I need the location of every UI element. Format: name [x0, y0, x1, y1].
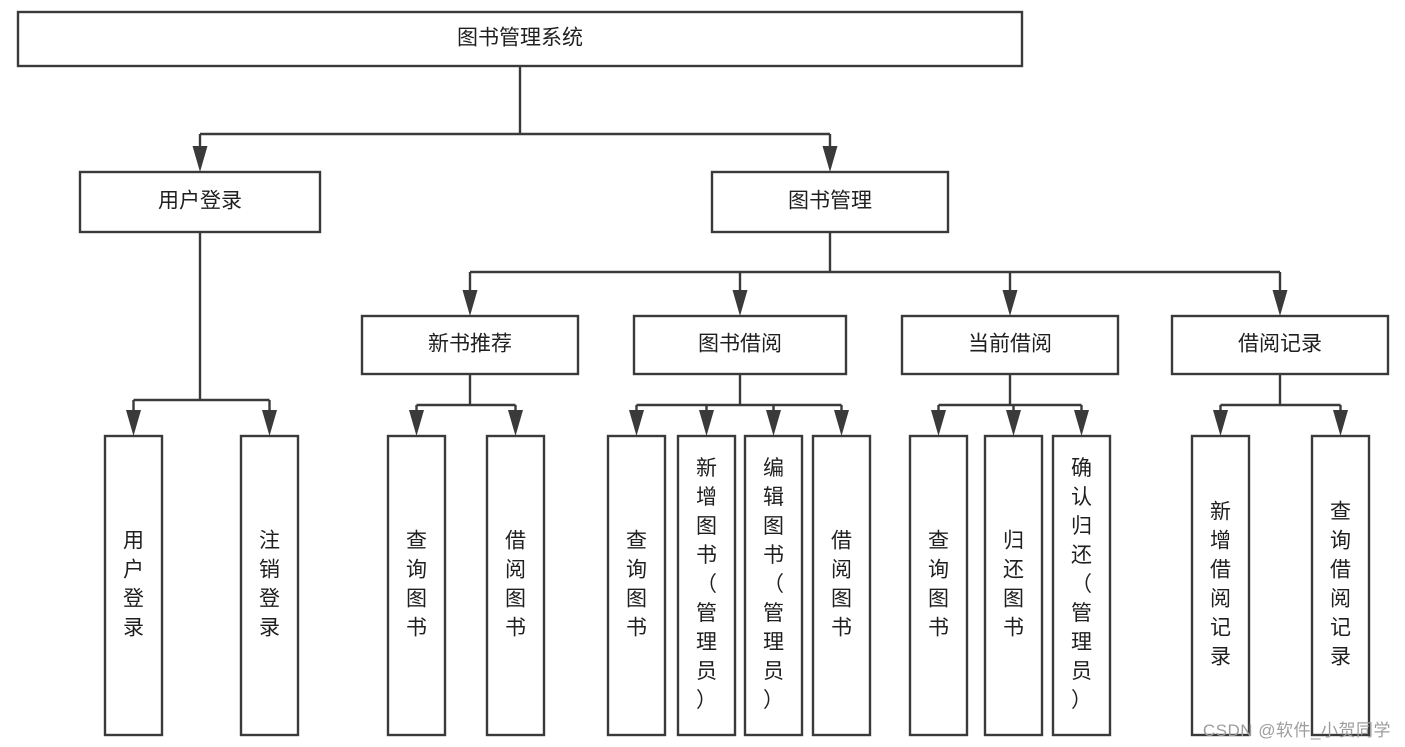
arrow-head-icon: [732, 290, 748, 316]
node-label: 归还图书: [1003, 530, 1024, 640]
node-box[interactable]: [1051, 434, 1112, 737]
edge-group-book-manage-children: [462, 232, 1288, 316]
node-box[interactable]: [1190, 434, 1251, 737]
arrow-head-icon: [1006, 410, 1021, 436]
node-leaf-cur-query-book[interactable]: 查询图书: [908, 434, 969, 737]
edge-group-borrow-record-children: [1213, 374, 1348, 436]
arrow-head-icon: [834, 410, 849, 436]
node-box[interactable]: [743, 434, 804, 737]
node-label: 查询图书: [406, 530, 427, 640]
node-leaf-rec-query-book[interactable]: 查询图书: [386, 434, 447, 737]
node-label: 查询借阅记录: [1330, 501, 1351, 669]
arrow-head-icon: [1213, 410, 1228, 436]
node-box[interactable]: [632, 314, 848, 376]
node-layer: 图书管理系统用户登录图书管理新书推荐图书借阅当前借阅借阅记录用户登录注销登录查询…: [16, 10, 1390, 737]
node-box[interactable]: [606, 434, 667, 737]
node-box[interactable]: [676, 434, 737, 737]
node-label: 借阅记录: [1238, 333, 1322, 356]
node-label: 借阅图书: [505, 530, 526, 640]
edge-group-current-borrow-children: [931, 374, 1089, 436]
node-leaf-cur-return-book[interactable]: 归还图书: [983, 434, 1044, 737]
arrow-head-icon: [931, 410, 946, 436]
node-root[interactable]: 图书管理系统: [16, 10, 1024, 68]
arrow-head-icon: [822, 146, 838, 172]
node-leaf-rec-borrow-book[interactable]: 借阅图书: [485, 434, 546, 737]
node-label: 注销登录: [259, 530, 280, 640]
edge-group-new-book-rec-children: [409, 374, 523, 436]
arrow-head-icon: [1002, 290, 1018, 316]
node-label: 用户登录: [158, 190, 242, 213]
node-box[interactable]: [360, 314, 580, 376]
node-leaf-cur-confirm-return[interactable]: 确认归还（管理员）: [1051, 434, 1112, 737]
edge-group-book-borrow-children: [629, 374, 849, 436]
node-book-borrow[interactable]: 图书借阅: [632, 314, 848, 376]
node-leaf-user-logout[interactable]: 注销登录: [239, 434, 300, 737]
node-box[interactable]: [103, 434, 164, 737]
node-box[interactable]: [386, 434, 447, 737]
arrow-head-icon: [462, 290, 478, 316]
node-leaf-user-login[interactable]: 用户登录: [103, 434, 164, 737]
arrow-head-icon: [1333, 410, 1348, 436]
edge-group-root-children: [192, 66, 838, 172]
node-leaf-borrow-edit-book[interactable]: 编辑图书（管理员）: [743, 434, 804, 737]
arrow-head-icon: [192, 146, 208, 172]
connector-layer: [126, 66, 1348, 436]
node-box[interactable]: [811, 434, 872, 737]
node-box[interactable]: [710, 170, 950, 234]
node-box[interactable]: [485, 434, 546, 737]
arrow-head-icon: [629, 410, 644, 436]
arrow-head-icon: [409, 410, 424, 436]
node-box[interactable]: [1310, 434, 1371, 737]
arrow-head-icon: [126, 410, 141, 436]
node-leaf-borrow-query-book[interactable]: 查询图书: [606, 434, 667, 737]
edge-group-user-login-children: [126, 232, 277, 436]
node-leaf-borrow-borrow-book[interactable]: 借阅图书: [811, 434, 872, 737]
arrow-head-icon: [262, 410, 277, 436]
node-label: 查询图书: [626, 530, 647, 640]
arrow-head-icon: [1074, 410, 1089, 436]
arrow-head-icon: [508, 410, 523, 436]
node-label: 当前借阅: [968, 333, 1052, 356]
node-current-borrow[interactable]: 当前借阅: [900, 314, 1120, 376]
arrow-head-icon: [1272, 290, 1288, 316]
node-book-manage[interactable]: 图书管理: [710, 170, 950, 234]
node-box[interactable]: [239, 434, 300, 737]
node-box[interactable]: [908, 434, 969, 737]
node-label: 确认归还（管理员）: [1071, 457, 1092, 712]
node-label: 编辑图书（管理员）: [763, 457, 784, 712]
node-leaf-borrow-add-book[interactable]: 新增图书（管理员）: [676, 434, 737, 737]
node-label: 图书管理: [788, 190, 872, 213]
node-user-login[interactable]: 用户登录: [78, 170, 322, 234]
node-label: 借阅图书: [831, 530, 852, 640]
arrow-head-icon: [766, 410, 781, 436]
arrow-head-icon: [699, 410, 714, 436]
node-leaf-rec-query-record[interactable]: 查询借阅记录: [1310, 434, 1371, 737]
node-box[interactable]: [983, 434, 1044, 737]
node-label: 图书借阅: [698, 333, 782, 356]
node-label: 新增借阅记录: [1210, 501, 1231, 669]
node-box[interactable]: [78, 170, 322, 234]
node-label: 用户登录: [123, 530, 144, 640]
node-label: 新增图书（管理员）: [696, 457, 717, 712]
node-label: 查询图书: [928, 530, 949, 640]
node-new-book-rec[interactable]: 新书推荐: [360, 314, 580, 376]
node-borrow-record[interactable]: 借阅记录: [1170, 314, 1390, 376]
node-label: 新书推荐: [428, 333, 512, 356]
node-box[interactable]: [16, 10, 1024, 68]
node-box[interactable]: [1170, 314, 1390, 376]
node-leaf-rec-add-record[interactable]: 新增借阅记录: [1190, 434, 1251, 737]
node-label: 图书管理系统: [457, 27, 583, 50]
node-box[interactable]: [900, 314, 1120, 376]
